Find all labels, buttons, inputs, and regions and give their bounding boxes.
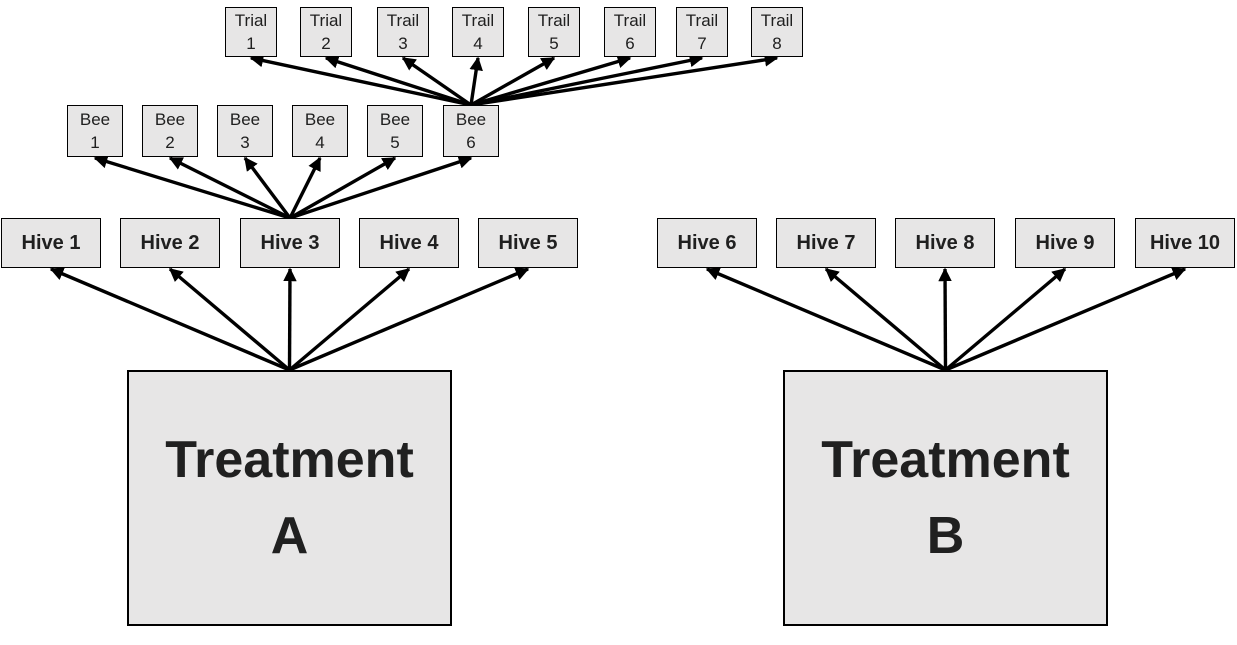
arrow-bee-6-to-trail-7 xyxy=(470,53,704,107)
arrow-treatment-b-to-hive-6 xyxy=(705,267,947,372)
node-label: Hive 8 xyxy=(915,232,975,254)
node-label: 1 xyxy=(90,133,100,152)
arrow-hive-3-to-bee-6 xyxy=(289,155,473,220)
node-label: 3 xyxy=(240,133,250,152)
node-trial-2: Trial 2 xyxy=(300,7,352,57)
node-label: Treatment xyxy=(821,431,1070,489)
node-hive-6: Hive 6 xyxy=(657,218,757,268)
arrow-hive-3-to-bee-5 xyxy=(289,156,397,220)
node-hive-1: Hive 1 xyxy=(1,218,101,268)
arrow-treatment-a-to-hive-4 xyxy=(288,267,411,372)
node-label: 2 xyxy=(321,34,331,53)
node-bee-5: Bee 5 xyxy=(367,105,423,157)
node-label: Trial xyxy=(234,11,268,30)
arrow-bee-6-to-trial-1 xyxy=(249,53,472,107)
node-label: Trail xyxy=(613,11,647,30)
node-hive-9: Hive 9 xyxy=(1015,218,1115,268)
arrow-treatment-a-to-hive-5 xyxy=(288,267,530,372)
arrow-treatment-b-to-hive-8 xyxy=(938,267,952,371)
arrow-bee-6-to-trail-8 xyxy=(470,53,779,107)
node-trail-6: Trail 6 xyxy=(604,7,656,57)
node-label: Bee xyxy=(379,110,411,129)
arrow-treatment-a-to-hive-2 xyxy=(168,267,291,372)
node-label: Bee xyxy=(79,110,111,129)
arrow-bee-6-to-trail-4 xyxy=(469,56,483,106)
node-label: Hive 10 xyxy=(1149,232,1221,254)
node-label: Bee xyxy=(229,110,261,129)
node-label: 1 xyxy=(246,34,256,53)
node-trail-5: Trail 5 xyxy=(528,7,580,57)
node-label: 5 xyxy=(549,34,559,53)
arrow-treatment-a-to-hive-3 xyxy=(283,267,297,371)
arrow-hive-3-to-bee-1 xyxy=(93,155,291,220)
node-label: Hive 4 xyxy=(379,232,439,254)
arrow-hive-3-to-bee-4 xyxy=(288,156,322,219)
arrow-treatment-b-to-hive-9 xyxy=(944,267,1067,372)
node-bee-2: Bee 2 xyxy=(142,105,198,157)
node-label: Hive 5 xyxy=(498,232,558,254)
node-label: B xyxy=(926,507,965,565)
node-bee-3: Bee 3 xyxy=(217,105,273,157)
node-label: Hive 9 xyxy=(1035,232,1095,254)
node-trail-4: Trail 4 xyxy=(452,7,504,57)
node-label: Hive 3 xyxy=(260,232,320,254)
node-bee-1: Bee 1 xyxy=(67,105,123,157)
node-label: Bee xyxy=(455,110,487,129)
node-hive-4: Hive 4 xyxy=(359,218,459,268)
arrow-bee-6-to-trial-2 xyxy=(324,55,472,107)
node-bee-6: Bee 6 xyxy=(443,105,499,157)
arrow-hive-3-to-bee-3 xyxy=(243,156,292,220)
node-label: Trail xyxy=(685,11,719,30)
node-label: Hive 6 xyxy=(677,232,737,254)
node-label: Bee xyxy=(304,110,336,129)
arrow-treatment-b-to-hive-10 xyxy=(944,267,1187,372)
arrow-bee-6-to-trail-6 xyxy=(470,54,632,107)
node-hive-3: Hive 3 xyxy=(240,218,340,268)
node-label: 2 xyxy=(165,133,175,152)
node-hive-7: Hive 7 xyxy=(776,218,876,268)
node-hive-2: Hive 2 xyxy=(120,218,220,268)
node-label: 4 xyxy=(315,133,325,152)
node-label: Hive 7 xyxy=(796,232,856,254)
node-label: Treatment xyxy=(165,431,414,489)
arrow-bee-6-to-trail-3 xyxy=(401,56,472,107)
node-trail-8: Trail 8 xyxy=(751,7,803,57)
node-hive-8: Hive 8 xyxy=(895,218,995,268)
arrow-treatment-a-to-hive-1 xyxy=(49,267,291,372)
node-bee-4: Bee 4 xyxy=(292,105,348,157)
node-hive-10: Hive 10 xyxy=(1135,218,1235,268)
node-label: Bee xyxy=(154,110,186,129)
node-label: Trail xyxy=(760,11,794,30)
node-label: Trail xyxy=(537,11,571,30)
node-label: 3 xyxy=(398,34,408,53)
node-label: 5 xyxy=(390,133,400,152)
node-trail-3: Trail 3 xyxy=(377,7,429,57)
node-label: Trail xyxy=(386,11,420,30)
arrow-treatment-b-to-hive-7 xyxy=(824,267,947,372)
node-hive-5: Hive 5 xyxy=(478,218,578,268)
node-label: A xyxy=(270,507,309,565)
arrow-hive-3-to-bee-2 xyxy=(168,156,291,220)
node-label: 4 xyxy=(473,34,483,53)
node-trial-1: Trial 1 xyxy=(225,7,277,57)
node-label: Trail xyxy=(461,11,495,30)
node-label: Hive 2 xyxy=(140,232,200,254)
node-label: 8 xyxy=(772,34,782,53)
node-label: Hive 1 xyxy=(21,232,81,254)
node-trail-7: Trail 7 xyxy=(676,7,728,57)
node-label: 7 xyxy=(697,34,707,53)
node-label: Trial xyxy=(309,11,343,30)
node-label: 6 xyxy=(466,133,476,152)
node-label: 6 xyxy=(625,34,635,53)
arrow-bee-6-to-trail-5 xyxy=(470,56,556,107)
